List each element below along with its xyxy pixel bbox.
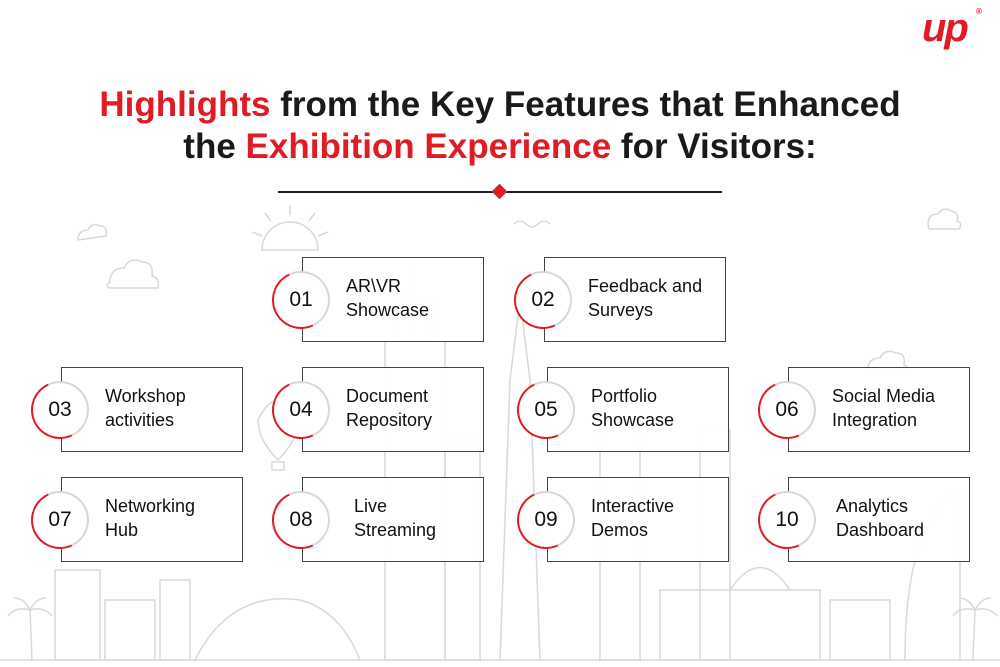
card-box	[61, 477, 243, 562]
title-line2-start: the	[183, 127, 246, 166]
feature-label: AR\VR Showcase	[346, 276, 430, 320]
title-line1-accent: Highlights	[99, 85, 271, 124]
feature-label: Networking Hub	[105, 496, 196, 540]
brand-logo: up ®	[922, 6, 982, 50]
card-box	[302, 257, 484, 342]
card-box	[788, 367, 970, 452]
feature-label: Feedback and Surveys	[588, 276, 703, 320]
title-line2-end: for Visitors:	[611, 127, 817, 166]
feature-label: Analytics Dashboard	[836, 496, 925, 540]
feature-label: Interactive Demos	[591, 496, 675, 540]
feature-label: Document Repository	[346, 386, 433, 430]
feature-number: 07	[48, 508, 72, 531]
palm-tree-icon	[7, 597, 998, 661]
card-box	[544, 257, 726, 342]
card-box	[61, 367, 243, 452]
logo-text: up	[922, 6, 969, 50]
feature-number: 04	[289, 398, 313, 421]
card-box	[302, 477, 484, 562]
registered-mark: ®	[976, 7, 982, 16]
card-box	[547, 367, 729, 452]
feature-label: Social Media Integration	[832, 386, 936, 430]
card-box	[302, 367, 484, 452]
feature-number: 01	[289, 288, 313, 311]
feature-number: 09	[534, 508, 558, 531]
feature-number: 03	[48, 398, 72, 421]
title-line2-accent: Exhibition Experience	[245, 127, 612, 166]
feature-label: Portfolio Showcase	[591, 386, 675, 430]
feature-label: Workshop activities	[105, 386, 186, 430]
feature-number: 08	[289, 508, 313, 531]
feature-number: 10	[775, 508, 799, 531]
feature-number: 02	[531, 288, 555, 311]
title-line1-rest: from the Key Features that Enhanced	[270, 85, 901, 124]
feature-number: 06	[775, 398, 799, 421]
feature-number: 05	[534, 398, 558, 421]
card-box	[547, 477, 729, 562]
feature-label: Live Streaming	[354, 496, 437, 540]
sun-icon	[251, 205, 329, 251]
page-title: Highlights from the Key Features that En…	[0, 84, 1000, 168]
